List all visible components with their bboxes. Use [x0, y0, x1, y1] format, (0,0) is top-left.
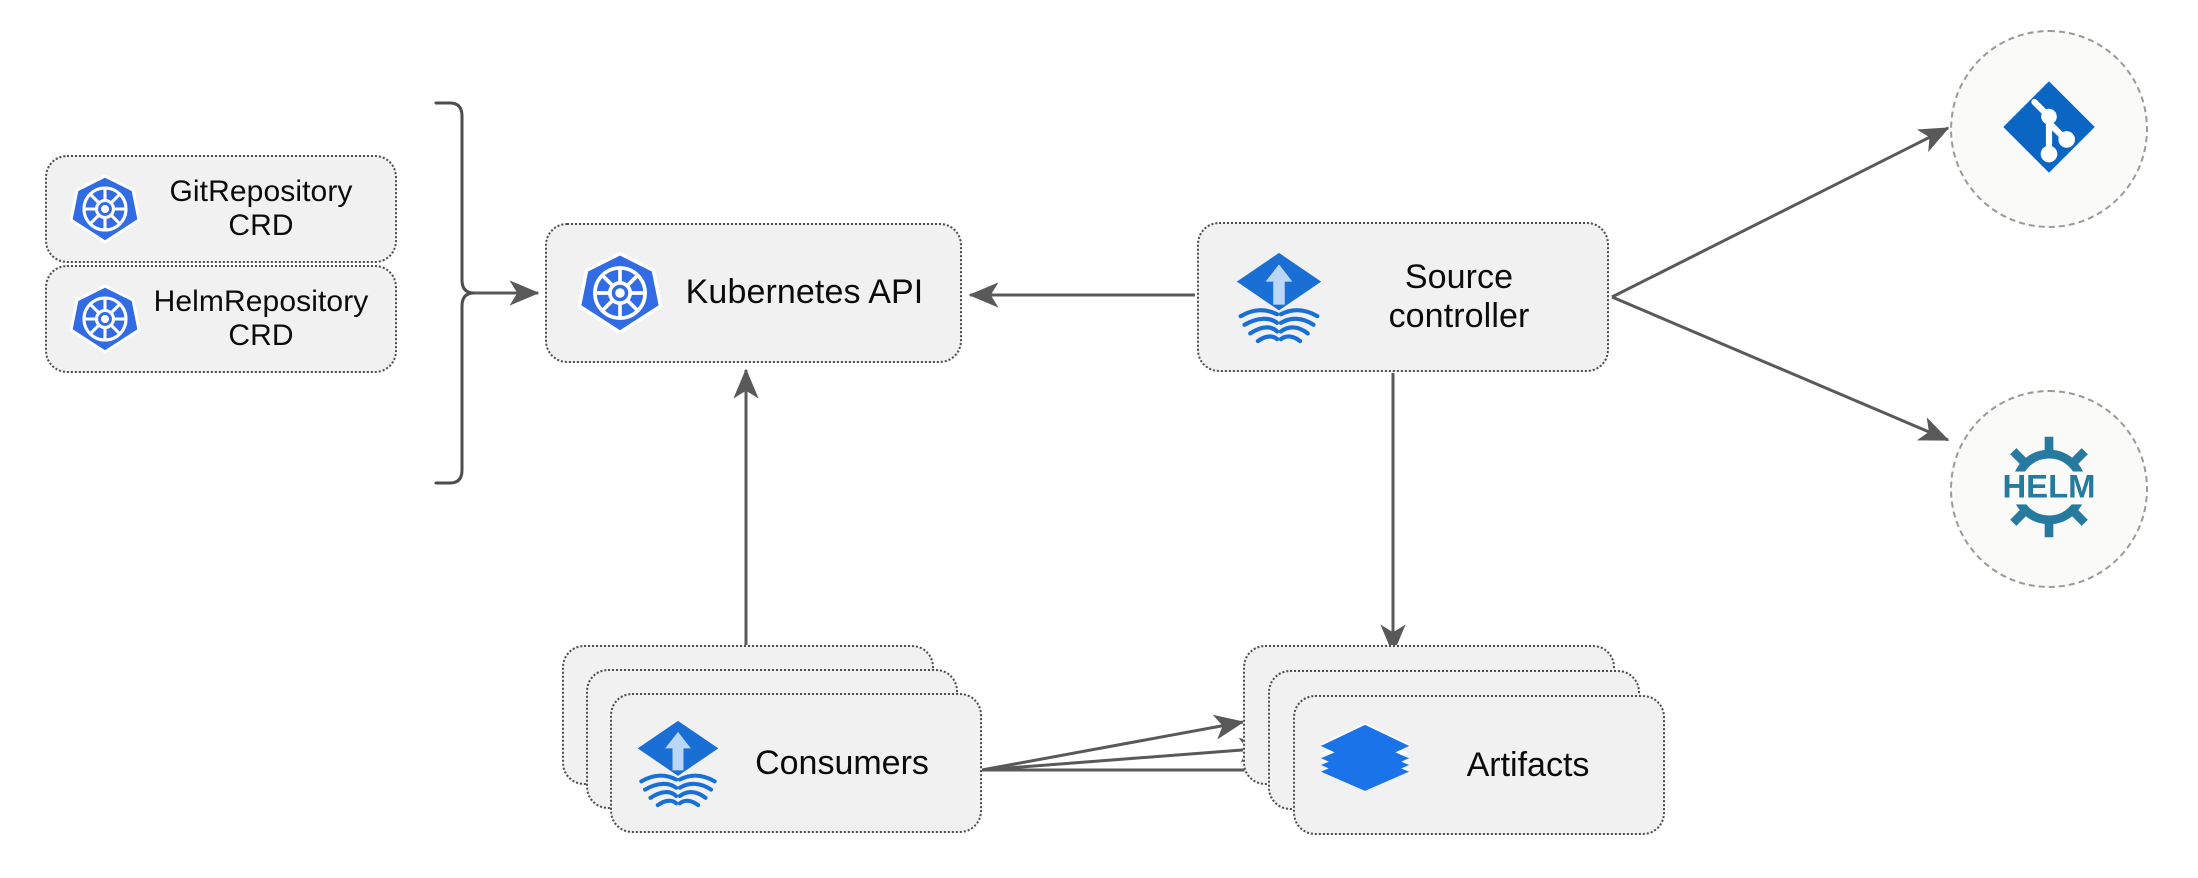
consumers-stack[interactable]: Consumers	[562, 645, 982, 845]
helm-wordmark: HELM	[2002, 467, 2095, 504]
edge-source-controller-to-helm	[1611, 295, 1950, 442]
edge-source-controller-to-git	[1611, 126, 1950, 299]
crd-group-bracket	[434, 101, 476, 485]
kubernetes-api-label: Kubernetes API	[685, 273, 924, 312]
kubernetes-icon	[577, 250, 663, 336]
git-repository-source-circle[interactable]	[1950, 30, 2148, 228]
gitrepository-crd-box[interactable]: GitRepository CRD	[45, 155, 397, 263]
source-controller-label: Source controller	[1388, 257, 1530, 335]
flux-icon	[634, 717, 722, 809]
git-icon	[1997, 75, 2101, 184]
edge-consumers-to-artifacts-2	[981, 737, 1270, 772]
helm-repository-source-circle[interactable]: HELM	[1950, 390, 2148, 588]
gitrepository-crd-label: GitRepository CRD	[169, 174, 353, 243]
layers-icon	[1319, 721, 1411, 809]
edge-consumers-to-artifacts-1	[981, 714, 1245, 772]
helm-icon: HELM	[1991, 429, 2107, 550]
flux-icon	[1233, 249, 1325, 345]
kubernetes-api-box[interactable]: Kubernetes API	[545, 223, 962, 363]
artifacts-label: Artifacts	[1466, 745, 1590, 784]
artifacts-stack[interactable]: Artifacts	[1243, 645, 1665, 845]
consumers-box[interactable]: Consumers	[610, 693, 982, 833]
kubernetes-icon	[69, 283, 141, 355]
artifacts-box[interactable]: Artifacts	[1293, 695, 1665, 835]
helmrepository-crd-label: HelmRepository CRD	[153, 284, 369, 353]
source-controller-box[interactable]: Source controller	[1197, 222, 1609, 372]
consumers-label: Consumers	[755, 743, 929, 782]
kubernetes-icon	[69, 173, 141, 245]
helmrepository-crd-box[interactable]: HelmRepository CRD	[45, 265, 397, 373]
